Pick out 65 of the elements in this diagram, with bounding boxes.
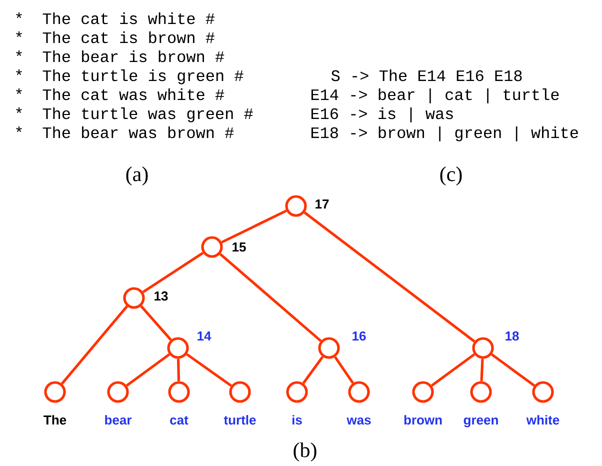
- tree-branch: [480, 358, 484, 382]
- tree-branch: [140, 305, 172, 341]
- node-label: green: [464, 418, 498, 428]
- tree-branch: [490, 353, 536, 387]
- example-sentence: The cat is brown #: [42, 31, 214, 44]
- tree-branch: [221, 210, 287, 244]
- node-label: 16: [352, 331, 366, 341]
- node-label: 15: [232, 242, 246, 252]
- tree-node: [532, 381, 554, 403]
- tree-node: [168, 381, 190, 403]
- node-label: 13: [154, 291, 168, 301]
- tree-node: [318, 337, 340, 359]
- example-sentence: The bear is brown #: [42, 50, 224, 62]
- node-label: white: [526, 415, 560, 425]
- panel-caption: (a): [126, 166, 148, 186]
- tree-branch: [186, 353, 232, 387]
- panel-caption: (c): [440, 166, 462, 186]
- tree-node: [285, 195, 307, 217]
- node-label: 18: [506, 331, 519, 341]
- tree-node: [229, 381, 251, 403]
- grammar-rule: E14 -> bear | cat | turtle: [311, 88, 559, 104]
- tree-branch: [430, 353, 476, 387]
- tree-branch: [176, 358, 180, 382]
- grammar-rule: E18 -> brown | green | white: [311, 126, 578, 142]
- tree-node: [412, 381, 434, 403]
- tree-node: [44, 381, 66, 403]
- tree-branch: [302, 356, 324, 384]
- bullet-mark: *: [16, 69, 22, 76]
- node-label: brown: [404, 415, 442, 425]
- tree-node: [348, 381, 370, 403]
- tree-branch: [126, 353, 170, 387]
- tree-branch: [142, 252, 204, 294]
- tree-branch: [219, 253, 322, 342]
- node-label: is: [292, 415, 302, 425]
- node-label: 17: [316, 200, 329, 208]
- bullet-mark: *: [16, 50, 22, 56]
- example-sentence: The bear was brown #: [42, 126, 234, 138]
- example-sentence: The cat is white #: [42, 12, 214, 24]
- node-label: 14: [198, 332, 212, 340]
- bullet-mark: *: [16, 88, 22, 94]
- tree-node: [286, 381, 308, 403]
- tree-node: [107, 381, 129, 403]
- grammar-rule: S -> The E14 E16 E18: [331, 69, 522, 82]
- bullet-mark: *: [16, 31, 22, 38]
- grammar-rule: E16 -> is | was: [311, 107, 453, 122]
- tree-node: [167, 337, 189, 359]
- bullet-mark: *: [16, 12, 22, 18]
- tree-branch: [334, 356, 354, 384]
- example-sentence: The turtle is green #: [42, 69, 244, 84]
- node-label: The: [44, 415, 66, 425]
- node-label: bear: [105, 415, 132, 425]
- node-label: cat: [170, 416, 188, 425]
- example-sentence: The turtle was green #: [42, 107, 253, 122]
- tree-branch: [304, 212, 476, 342]
- example-sentence: The cat was white #: [42, 88, 224, 100]
- tree-branch: [60, 305, 128, 385]
- tree-node: [123, 287, 145, 309]
- node-label: turtle: [224, 415, 256, 425]
- bullet-mark: *: [16, 126, 22, 132]
- panel-caption: (b): [294, 442, 316, 462]
- bullet-mark: *: [16, 107, 22, 114]
- tree-node: [472, 337, 494, 359]
- tree-node: [201, 236, 223, 258]
- tree-node: [470, 381, 492, 403]
- node-label: was: [346, 418, 371, 425]
